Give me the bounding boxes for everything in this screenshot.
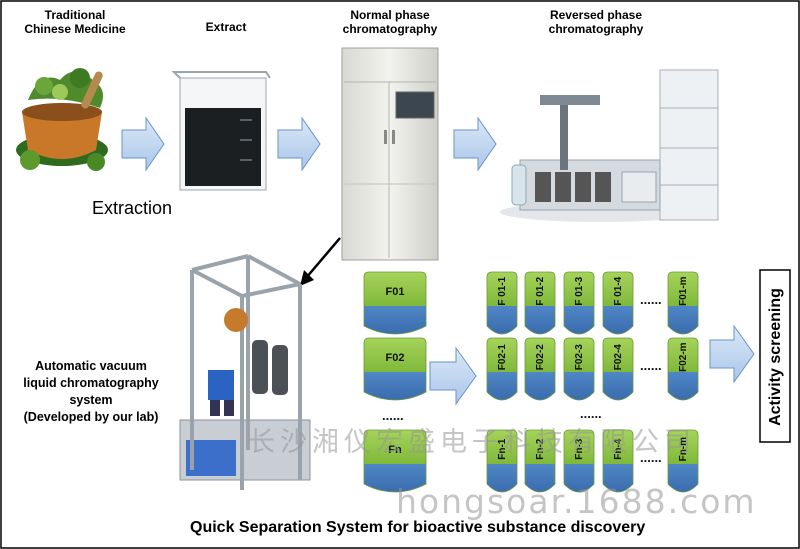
arrow-3 [453, 116, 497, 172]
tube-row3-2: Fn-2 [524, 429, 556, 493]
main-ellipsis: ...... [382, 408, 404, 423]
tube-row1-4-shape [602, 271, 634, 335]
tube-fn-label: Fn [388, 444, 402, 456]
row1-ellipsis: ...... [640, 292, 662, 307]
tube-row3-3-shape [563, 429, 595, 493]
tube-row2-3-label: F02-3 [574, 344, 585, 371]
tube-row1-3-shape [563, 271, 595, 335]
tube-row3-2-label: Fn-2 [535, 438, 546, 460]
tcm-label: Traditional Chinese Medicine [24, 8, 126, 36]
tube-row1-1-shape [486, 271, 518, 335]
extraction-label: Extraction [92, 198, 173, 218]
tube-row1-2-shape [524, 271, 556, 335]
tube-row2-1-shape [486, 337, 518, 401]
tube-f01-shape [363, 271, 427, 335]
tube-row3-3-label: Fn-3 [574, 438, 585, 460]
activity-screening-box [759, 269, 791, 443]
tube-row1-6: F01-m [667, 271, 699, 335]
activity-screening-label: Activity screening [767, 288, 784, 426]
tube-row3-4-shape [602, 429, 634, 493]
tube-row3-6: Fn-m [667, 429, 699, 493]
tube-row3-1: Fn-1 [486, 429, 518, 493]
tube-row2-6-shape [667, 337, 699, 401]
watermark-site: hongsoar.1688.com [396, 482, 757, 521]
pointer-line [305, 237, 341, 279]
tube-row1-4-label: F 01-4 [613, 276, 624, 305]
tube-row2-2-shape [524, 337, 556, 401]
arrow-fraction [429, 346, 477, 406]
herbs-mortar-image [16, 68, 108, 171]
tube-row2-6-label: F02-m [678, 342, 689, 372]
sub-fraction-tubes: F 01-1 F 01-2 F 01-3 F 01-4...... F01-mF02-1… [486, 271, 699, 493]
tube-row2-1: F02-1 [486, 337, 518, 401]
tube-row2-3-shape [563, 337, 595, 401]
tube-row1-3: F 01-3 [563, 271, 595, 335]
tube-f02-label: F02 [386, 352, 405, 364]
tube-row3-6-label: Fn-m [678, 437, 689, 462]
arrow-2 [277, 116, 321, 172]
vlc-system-image [179, 254, 311, 490]
tube-row2-4-label: F02-4 [613, 344, 624, 371]
tube-row2-2-label: F02-2 [535, 344, 546, 371]
tube-f01-label: F01 [386, 286, 405, 298]
tube-row1-6-label: F01-m [678, 276, 689, 306]
tube-row3-2-shape [524, 429, 556, 493]
extract-label: Extract [205, 20, 247, 34]
pointer-head [300, 270, 314, 286]
tube-row1-4: F 01-4 [602, 271, 634, 335]
tube-row1-2-label: F 01-2 [535, 276, 546, 305]
tube-fn: Fn [363, 429, 427, 493]
tube-row2-1-label: F02-1 [497, 344, 508, 371]
tube-row3-3: Fn-3 [563, 429, 595, 493]
middle-ellipsis: ...... [580, 406, 602, 421]
tube-f02: F02 [363, 337, 427, 401]
tube-fn-shape [363, 429, 427, 493]
tube-row3-4-label: Fn-4 [613, 438, 624, 460]
rp-instrument-image [500, 69, 719, 222]
arrow-screening [709, 324, 755, 384]
footer-caption: Quick Separation System for bioactive su… [190, 519, 646, 536]
tube-row1-1-label: F 01-1 [497, 276, 508, 305]
tube-row2-6: F02-m [667, 337, 699, 401]
tube-row3-1-label: Fn-1 [497, 438, 508, 460]
tube-row3-1-shape [486, 429, 518, 493]
cabinet-image [341, 47, 439, 261]
tube-row2-4-shape [602, 337, 634, 401]
vlc-system-label: Automatic vacuum liquid chromatography s… [23, 359, 159, 424]
watermark-chinese: 长沙湘仪宏盛电子科技有限公司 [248, 427, 696, 458]
tube-row2-2: F02-2 [524, 337, 556, 401]
tube-f01: F01 [363, 271, 427, 335]
normal-phase-label: Normal phase chromatography [342, 8, 438, 36]
row3-ellipsis: ...... [640, 450, 662, 465]
tube-row2-3: F02-3 [563, 337, 595, 401]
tube-row1-1: F 01-1 [486, 271, 518, 335]
tube-row1-6-shape [667, 271, 699, 335]
beaker-image [171, 71, 271, 191]
tube-row2-4: F02-4 [602, 337, 634, 401]
tube-row3-4: Fn-4 [602, 429, 634, 493]
tube-row1-3-label: F 01-3 [574, 276, 585, 305]
reversed-phase-label: Reversed phase chromatography [548, 8, 644, 36]
row2-ellipsis: ...... [640, 358, 662, 373]
arrow-1 [121, 116, 165, 172]
tube-row3-6-shape [667, 429, 699, 493]
tube-row1-2: F 01-2 [524, 271, 556, 335]
tube-f02-shape [363, 337, 427, 401]
